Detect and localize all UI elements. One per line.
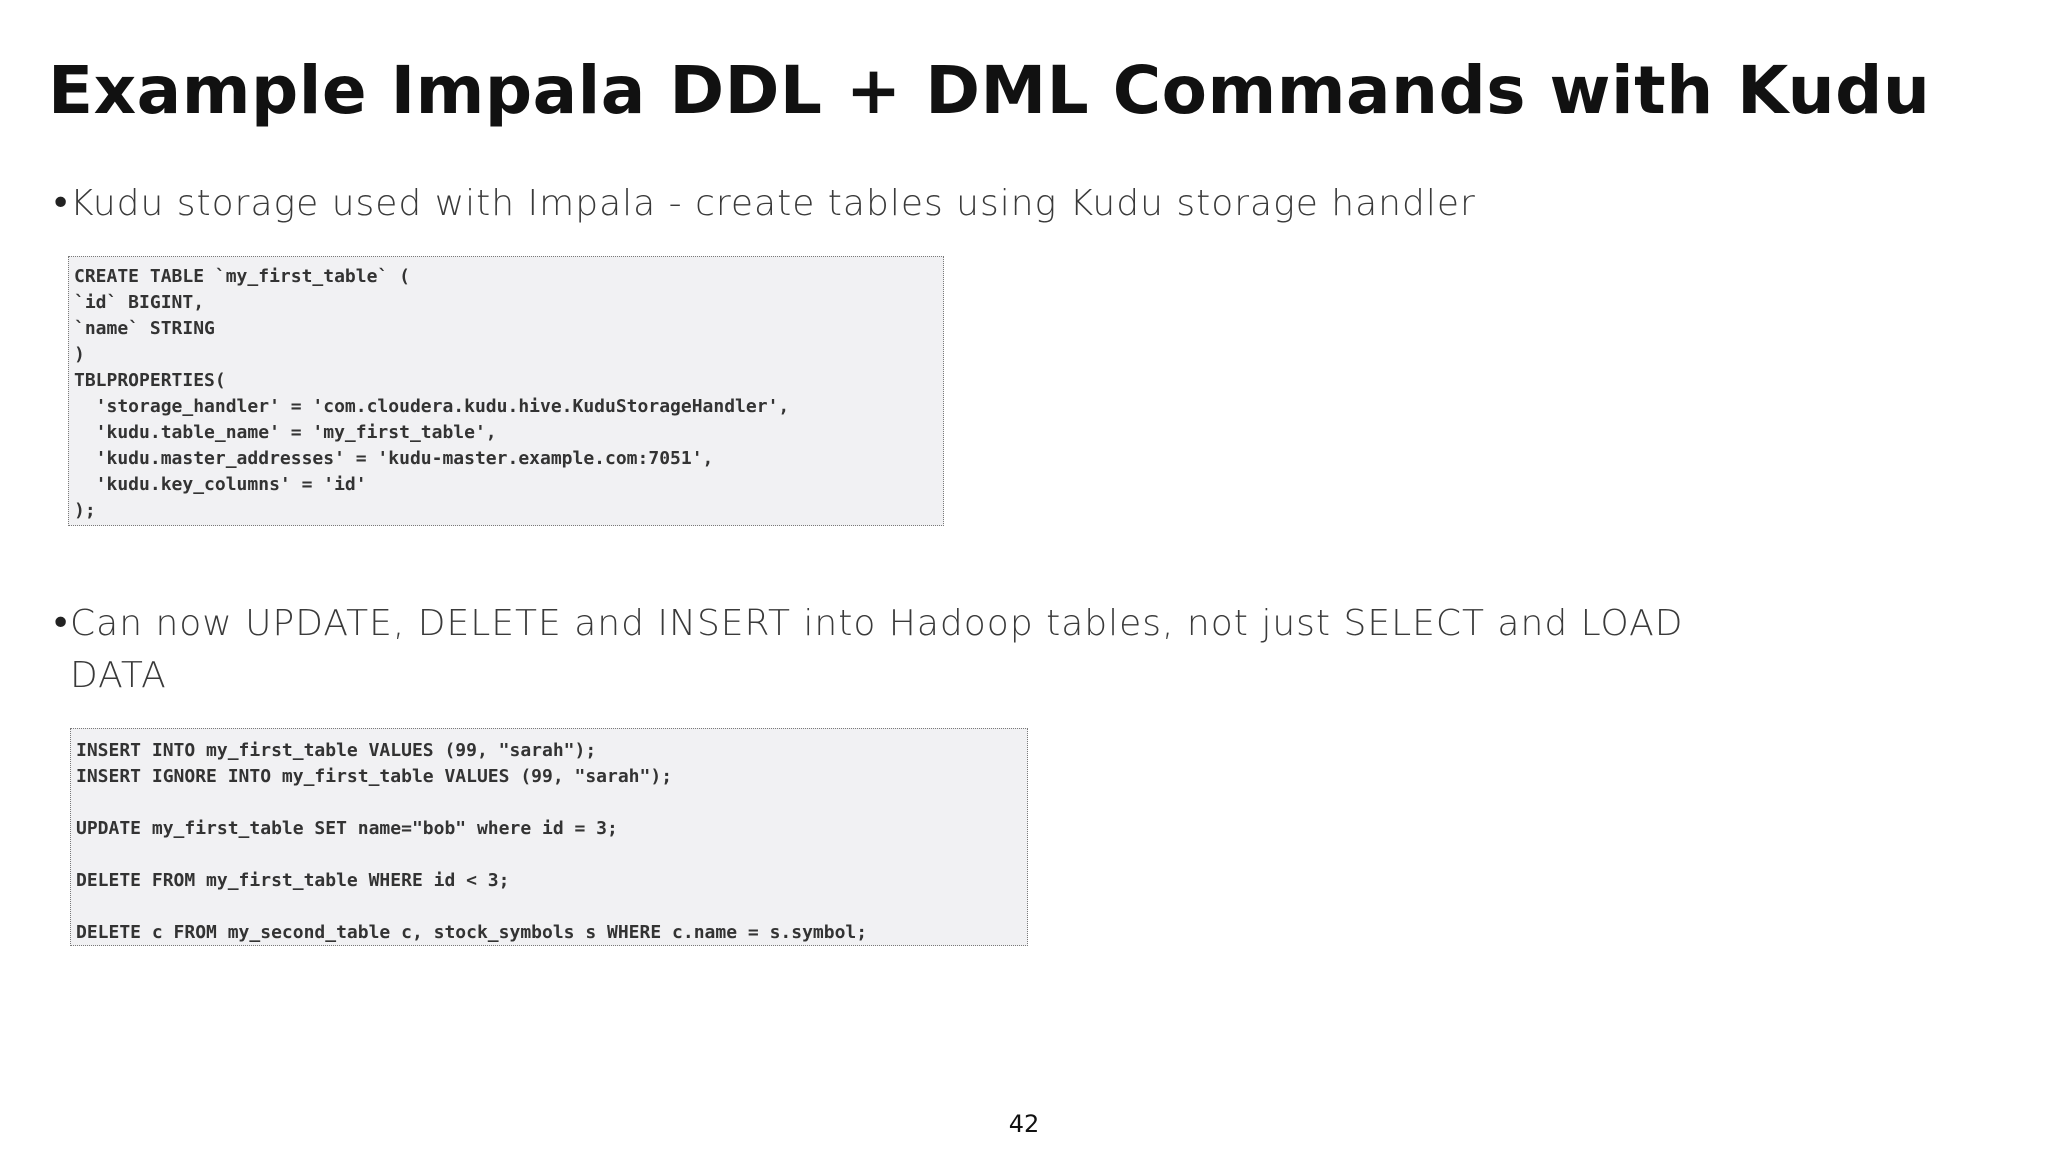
bullet-marker: •	[50, 183, 73, 224]
code-line: 'kudu.key_columns' = 'id'	[74, 474, 367, 495]
code-line: UPDATE my_first_table SET name="bob" whe…	[76, 818, 618, 839]
code-line: 'kudu.table_name' = 'my_first_table',	[74, 422, 497, 443]
code-line: INSERT IGNORE INTO my_first_table VALUES…	[76, 766, 673, 787]
code-line: `name` STRING	[74, 318, 215, 339]
bullet-point: • Kudu storage used with Impala - create…	[50, 178, 1752, 230]
bullet-point: • Can now UPDATE, DELETE and INSERT into…	[50, 598, 1792, 702]
code-line	[76, 842, 1027, 868]
code-line: )	[74, 344, 85, 365]
code-line: INSERT INTO my_first_table VALUES (99, "…	[76, 740, 597, 761]
code-block-dml: INSERT INTO my_first_table VALUES (99, "…	[70, 728, 1028, 946]
code-block-ddl: CREATE TABLE `my_first_table` ( `id` BIGI…	[68, 256, 944, 526]
code-line: 'kudu.master_addresses' = 'kudu-master.e…	[74, 448, 714, 469]
code-line: TBLPROPERTIES(	[74, 370, 226, 391]
code-line: CREATE TABLE `my_first_table` (	[74, 266, 410, 287]
bullet-marker: •	[50, 603, 73, 644]
page-number: 42	[1008, 1110, 1040, 1138]
slide-title: Example Impala DDL + DML Commands with K…	[48, 52, 1931, 129]
code-line: 'storage_handler' = 'com.cloudera.kudu.h…	[74, 396, 790, 417]
code-line	[76, 790, 1027, 816]
code-line: `id` BIGINT,	[74, 292, 205, 313]
code-line	[76, 894, 1027, 920]
code-line: );	[74, 500, 96, 521]
bullet-text: Kudu storage used with Impala - create t…	[70, 183, 1476, 224]
code-line: DELETE FROM my_first_table WHERE id < 3;	[76, 870, 510, 891]
code-line: DELETE c FROM my_second_table c, stock_s…	[76, 922, 868, 943]
bullet-text: Can now UPDATE, DELETE and INSERT into H…	[70, 603, 1684, 696]
